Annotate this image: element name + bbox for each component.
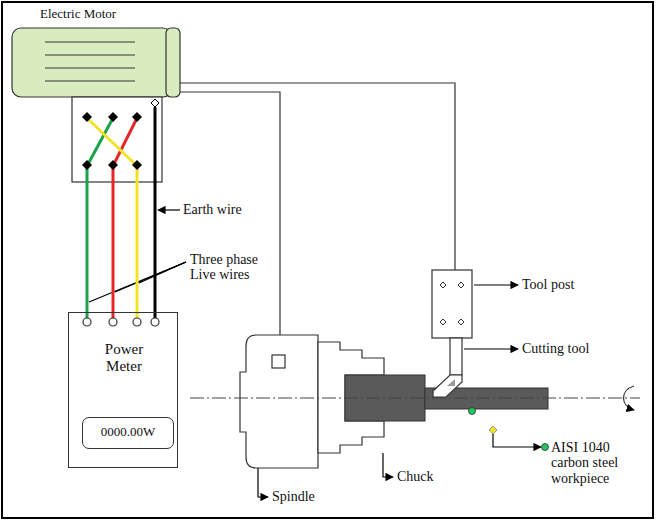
tool-insert [447,379,455,386]
point-marker [489,426,497,434]
power-wire [154,182,157,312]
motor-lines [45,42,135,81]
meter-display: 0000.00W [82,417,174,449]
power-wire [112,182,115,312]
tool-shank [450,338,462,375]
wire-label: Three phase Live wires [190,252,280,283]
node-text: Electric Motor [40,7,116,22]
node-text: Power Meter [92,341,156,376]
point-marker [469,408,476,415]
leader-lines [89,210,541,497]
point-marker [542,444,549,451]
terminal-box [72,97,162,182]
node-text: 0000.00W [83,425,173,440]
part-label: Chuck [397,469,434,484]
spindle-shape [240,335,318,468]
part-label: AISI 1040 carbon steel workpiece [551,440,635,486]
terminals [82,99,159,170]
meter-terminals [83,312,159,326]
motor-node: Electric Motor [12,6,182,182]
wire-label: Earth wire [183,202,242,217]
power-wire [136,182,139,312]
power-meter-box: Power Meter 0000.00W [68,312,178,468]
spindle-key [272,355,285,368]
drive-lines [180,83,455,335]
rotation-arrow [624,386,635,410]
part-label: Tool post [522,277,574,292]
power-wire [86,182,89,312]
tool-tip [433,375,462,397]
part-label: Spindle [272,489,315,504]
tool-post-bolts [440,282,464,325]
centerline [190,398,640,399]
part-label: Cutting tool [522,341,589,356]
terminal-links [87,108,155,182]
motor-end-cap [166,28,180,97]
motor-body [12,28,172,97]
tool-post-shape [432,270,472,338]
